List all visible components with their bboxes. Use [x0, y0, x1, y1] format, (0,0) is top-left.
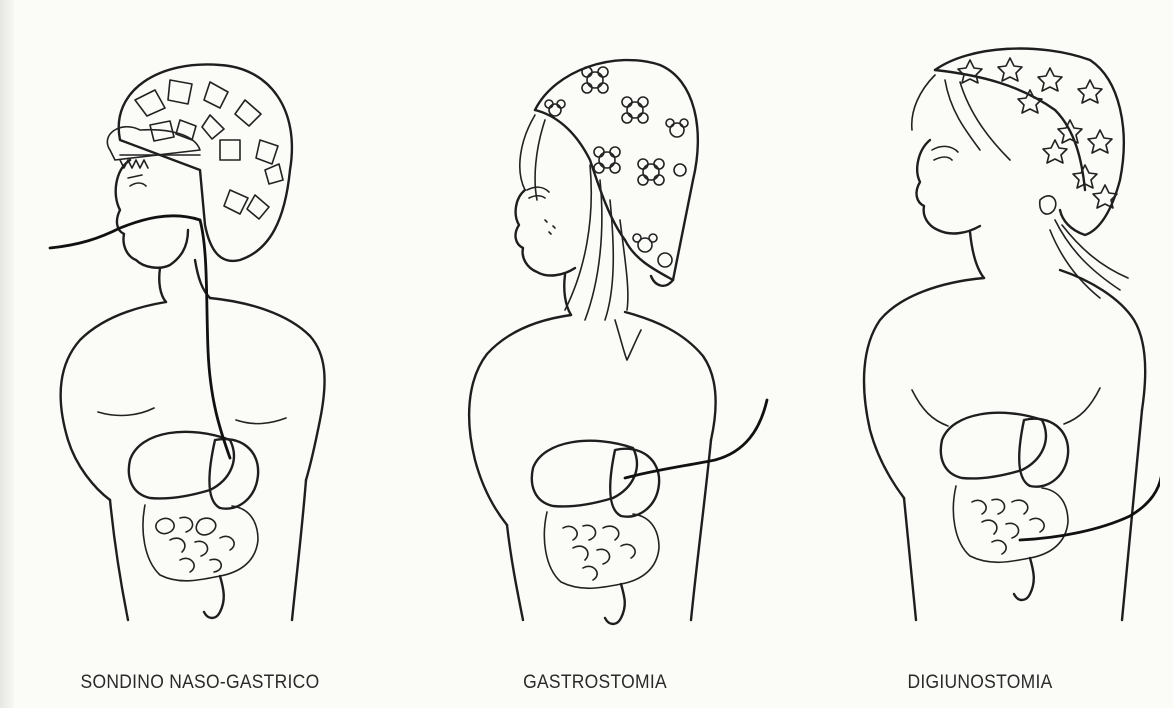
gastrostomy-illustration [415, 20, 775, 640]
scan-edge [0, 0, 14, 708]
caption-gastrostomy: GASTROSTOMIA [429, 672, 760, 694]
face [116, 160, 188, 268]
nasogastric-tube [50, 216, 230, 458]
gastrostomy-tube [625, 400, 767, 478]
starred-headscarf [935, 49, 1124, 235]
panel-gastrostomy: GASTROSTOMIA [415, 20, 775, 660]
panel-nasogastric: SONDINO NASO-GASTRICO [20, 20, 380, 660]
nasogastric-tube-illustration [20, 20, 380, 640]
panel-jejunostomy: DIGIUNOSTOMIA [800, 20, 1160, 660]
caption-nasogastric: SONDINO NASO-GASTRICO [34, 672, 365, 694]
caption-jejunostomy: DIGIUNOSTOMIA [814, 672, 1145, 694]
intestines [143, 505, 258, 618]
floral-headscarf [535, 60, 698, 286]
jejunostomy-tube [1020, 472, 1160, 540]
jejunostomy-illustration [800, 20, 1160, 640]
